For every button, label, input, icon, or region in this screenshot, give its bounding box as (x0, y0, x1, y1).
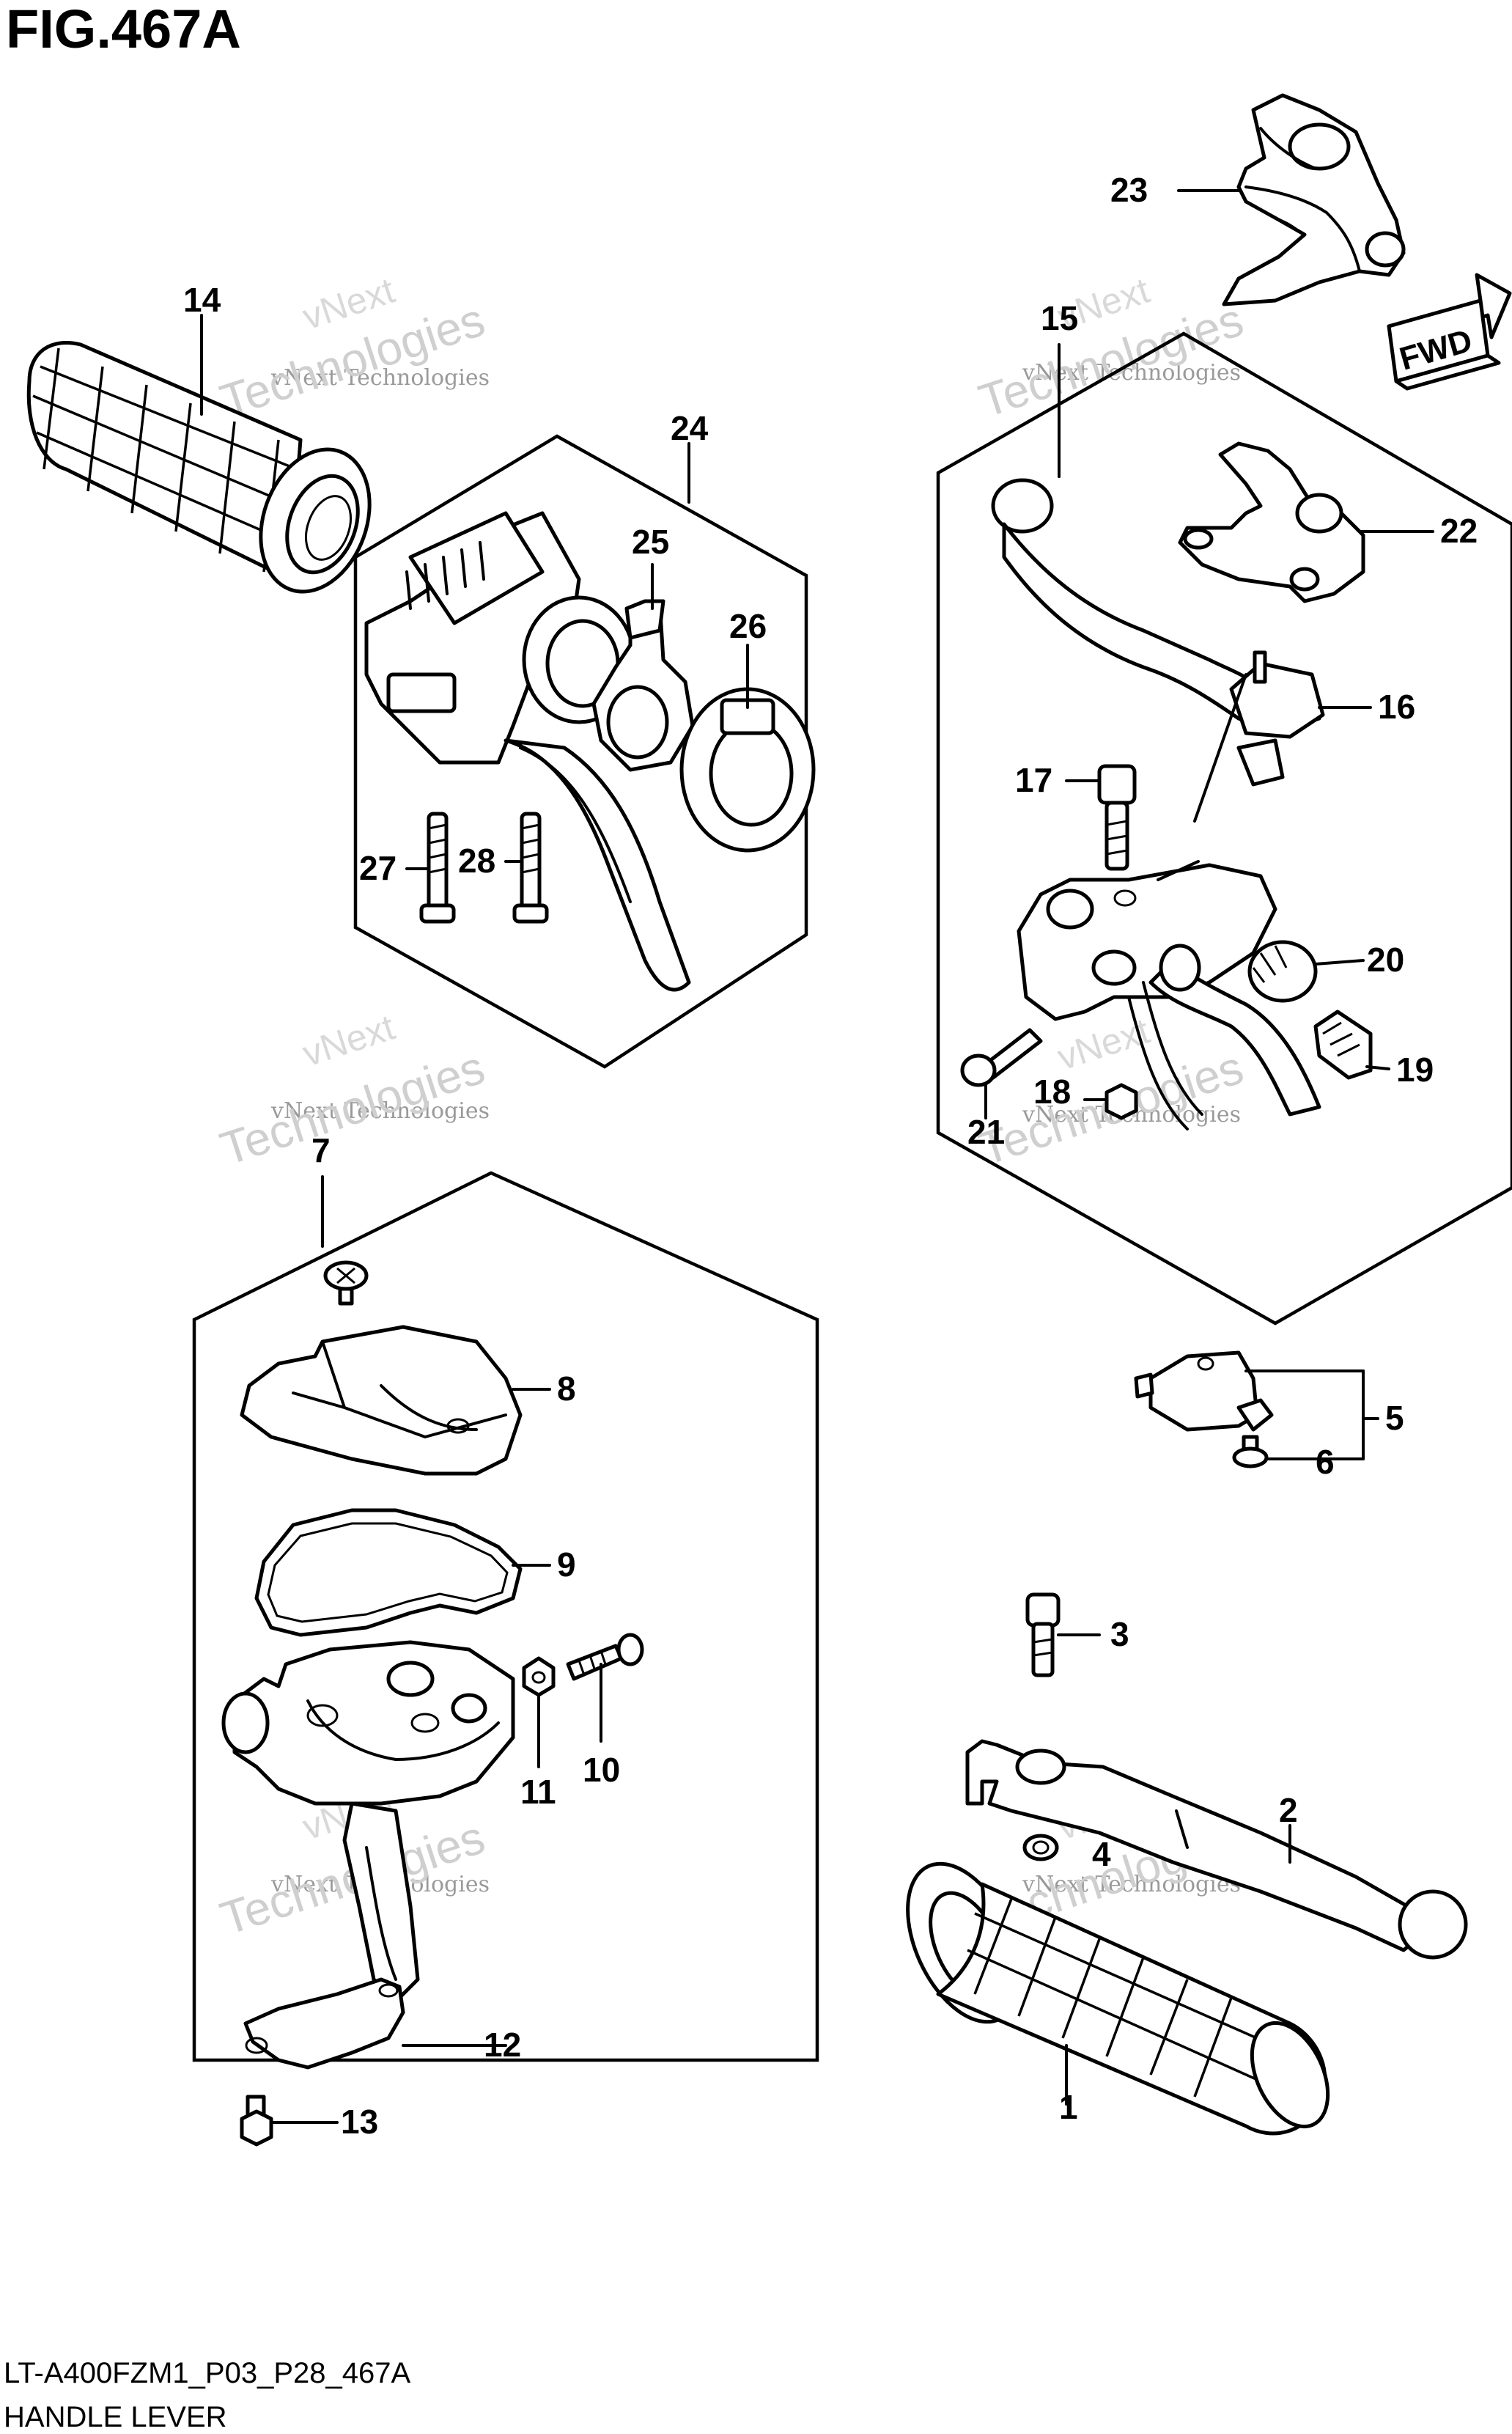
callout-13: 13 (341, 2103, 378, 2141)
watermark-text: vNext Technologies (1022, 1872, 1241, 1897)
callout-27: 27 (359, 849, 397, 887)
part-14-grip (26, 340, 372, 594)
part-4-nut (1022, 1834, 1059, 1861)
callout-22: 22 (1440, 512, 1478, 550)
part-11-nut (522, 1656, 556, 1697)
callout-25: 25 (632, 523, 669, 561)
part-13-bolt (240, 2095, 273, 2147)
callout-1: 1 (1059, 2088, 1078, 2126)
part-16-lever (991, 478, 1325, 787)
callout-20: 20 (1367, 941, 1404, 979)
part-27-screw (419, 812, 456, 924)
callout-7: 7 (311, 1131, 331, 1169)
leader-lines (200, 189, 1434, 2124)
assembly-box-24 (353, 434, 808, 1069)
watermark-1: vNext Technologies vNext Technologies (214, 270, 491, 428)
callout-8: 8 (557, 1369, 576, 1408)
part-6-screw (1232, 1435, 1269, 1468)
callout-18: 18 (1033, 1073, 1071, 1111)
callout-3: 3 (1110, 1615, 1129, 1653)
callout-2: 2 (1279, 1791, 1298, 1829)
part-1-grip (906, 1861, 1330, 2136)
callout-17: 17 (1015, 761, 1052, 799)
part-28-screw (512, 812, 549, 924)
part-7-throttle-housing (221, 1640, 515, 2004)
watermark-text: vNext (298, 1007, 399, 1075)
callout-15: 15 (1041, 299, 1078, 337)
watermark-text: vNext Technologies (270, 1098, 490, 1124)
callout-21: 21 (967, 1113, 1005, 1151)
part-22-plate (1178, 441, 1365, 603)
part-25-switch-knob (591, 599, 695, 772)
callout-26: 26 (729, 607, 767, 645)
callout-16: 16 (1378, 688, 1415, 726)
callout-10: 10 (583, 1751, 620, 1789)
callout-6: 6 (1316, 1443, 1335, 1481)
part-20-spring (1247, 940, 1318, 1003)
watermark-text: vNext (1052, 1010, 1154, 1078)
callout-4: 4 (1092, 1835, 1111, 1873)
part-9-gasket (254, 1508, 523, 1637)
callout-23: 23 (1110, 171, 1148, 209)
part-12-plate (243, 1977, 405, 2070)
callout-labels: 1 2 3 4 5 6 7 8 9 10 11 12 13 14 15 16 1… (183, 171, 1478, 2141)
figure-title: FIG.467A (6, 0, 241, 59)
part-3-bolt (1025, 1592, 1061, 1677)
part-17-bolt (1097, 764, 1137, 871)
part-23-cover (1222, 93, 1406, 306)
callout-28: 28 (458, 842, 495, 880)
watermark-3: vNext Technologies vNext Technologies (214, 1007, 491, 1176)
part-8-cover (240, 1260, 523, 1476)
part-15-lever-bracket (1017, 863, 1321, 1130)
part-26-collar (679, 687, 816, 853)
callout-9: 9 (557, 1545, 576, 1584)
part-10-screw (566, 1633, 644, 1681)
part-21-screw (960, 1028, 1043, 1087)
callout-12: 12 (484, 2026, 521, 2064)
assembly-box-15 (936, 331, 1512, 1326)
assembly-box-7 (192, 1171, 819, 2062)
callout-19: 19 (1396, 1051, 1434, 1089)
part-2-lever (965, 1739, 1468, 1960)
footer-code: LT-A400FZM1_P03_P28_467A (4, 2357, 410, 2389)
callout-14: 14 (183, 281, 221, 319)
watermark-text: vNext Technologies (270, 365, 490, 391)
part-19-plug (1313, 1010, 1373, 1080)
callout-24: 24 (671, 409, 709, 447)
callout-11: 11 (520, 1773, 556, 1811)
callout-5: 5 (1385, 1399, 1404, 1437)
fwd-arrow: FWD (1387, 273, 1512, 391)
footer-name: HANDLE LEVER (4, 2401, 227, 2433)
part-5-switch (1134, 1350, 1274, 1432)
part-18-nut (1105, 1083, 1138, 1120)
